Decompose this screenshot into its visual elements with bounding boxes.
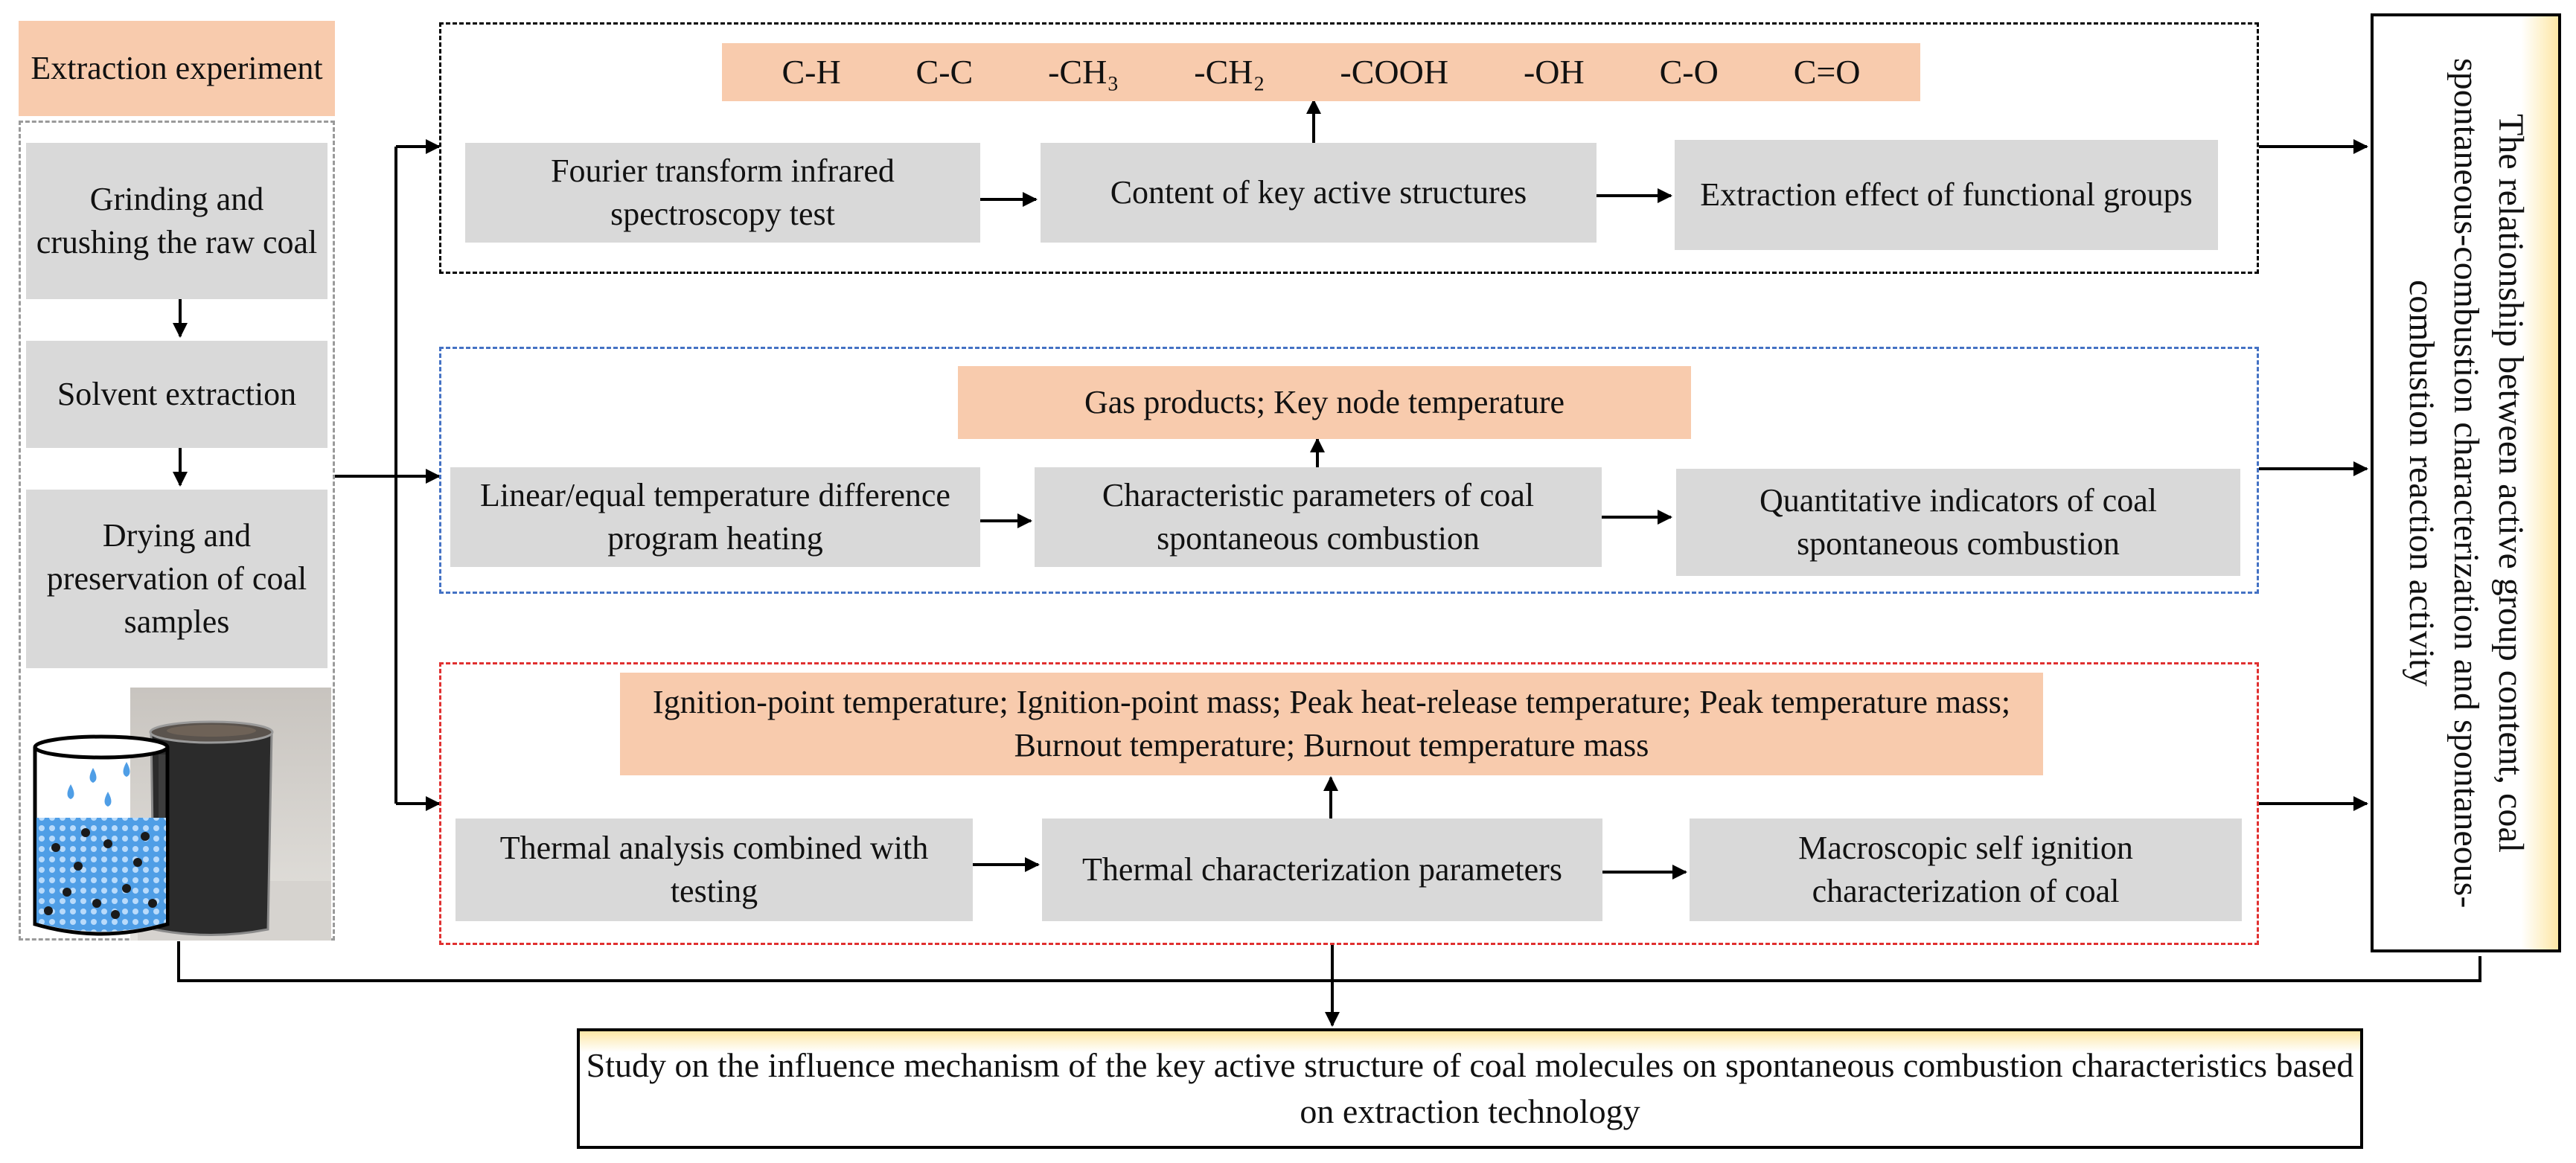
thermal-parameters-output-box: Ignition-point temperature; Ignition-poi… <box>620 673 2043 775</box>
step-drying-label: Drying and preservation of coal samples <box>46 517 307 640</box>
group-oh: -OH <box>1523 53 1585 91</box>
group-ch2: -CH₂ <box>1194 53 1265 91</box>
program-heating-box: Linear/equal temperature difference prog… <box>450 467 980 567</box>
thermal-analysis-box: Thermal analysis combined with testing <box>456 818 973 921</box>
relationship-box: The relationship between active group co… <box>2371 13 2561 952</box>
quantitative-indicators-box: Quantitative indicators of coal spontane… <box>1676 469 2240 576</box>
thermal-characterization-box: Thermal characterization parameters <box>1042 818 1602 921</box>
ftir-test-label: Fourier transform infrared spectroscopy … <box>551 153 895 232</box>
quantitative-indicators-label: Quantitative indicators of coal spontane… <box>1760 482 2157 562</box>
study-conclusion-box: Study on the influence mechanism of the … <box>577 1028 2363 1149</box>
step-solvent-extraction: Solvent extraction <box>26 341 327 448</box>
group-co: C-O <box>1659 53 1719 91</box>
functional-groups-effect-box: Extraction effect of functional groups <box>1675 140 2218 250</box>
program-heating-label: Linear/equal temperature difference prog… <box>480 477 950 557</box>
study-conclusion-label: Study on the influence mechanism of the … <box>586 1046 2354 1130</box>
macroscopic-ignition-box: Macroscopic self ignition characterizati… <box>1690 818 2242 921</box>
extraction-title: Extraction experiment <box>19 21 335 116</box>
thermal-parameters-output-label: Ignition-point temperature; Ignition-poi… <box>652 684 2011 763</box>
characteristic-parameters-label: Characteristic parameters of coal sponta… <box>1102 477 1535 557</box>
step-grinding-label: Grinding and crushing the raw coal <box>36 181 318 260</box>
group-c-double-o: C=O <box>1793 53 1861 91</box>
key-structures-label: Content of key active structures <box>1110 174 1527 211</box>
collector-line <box>177 941 2481 982</box>
group-ch: C-H <box>782 53 841 91</box>
extraction-title-text: Extraction experiment <box>31 50 323 86</box>
macroscopic-ignition-label: Macroscopic self ignition characterizati… <box>1798 830 2133 909</box>
group-ch3: -CH₃ <box>1048 53 1119 91</box>
characteristic-parameters-box: Characteristic parameters of coal sponta… <box>1035 467 1602 567</box>
relationship-label: The relationship between active group co… <box>2402 57 2531 909</box>
key-structures-box: Content of key active structures <box>1041 143 1597 243</box>
branch-thermal-panel <box>439 662 2259 945</box>
step-grinding: Grinding and crushing the raw coal <box>26 143 327 299</box>
gas-products-label: Gas products; Key node temperature <box>1084 384 1565 420</box>
thermal-analysis-label: Thermal analysis combined with testing <box>499 830 929 909</box>
beaker-with-coal-icon <box>33 688 331 941</box>
group-cooh: -COOH <box>1340 53 1449 91</box>
branch-ftir-panel <box>439 22 2259 274</box>
gas-products-box: Gas products; Key node temperature <box>958 366 1691 439</box>
step-solvent-label: Solvent extraction <box>57 376 297 412</box>
branch-heating-panel <box>439 347 2259 594</box>
ftir-test-box: Fourier transform infrared spectroscopy … <box>465 143 980 243</box>
functional-groups-effect-label: Extraction effect of functional groups <box>1700 176 2193 213</box>
step-drying: Drying and preservation of coal samples <box>26 490 327 668</box>
functional-groups-box: C-H C-C -CH₃ -CH₂ -COOH -OH C-O C=O <box>722 43 1920 101</box>
group-cc: C-C <box>915 53 974 91</box>
thermal-characterization-label: Thermal characterization parameters <box>1082 851 1562 888</box>
